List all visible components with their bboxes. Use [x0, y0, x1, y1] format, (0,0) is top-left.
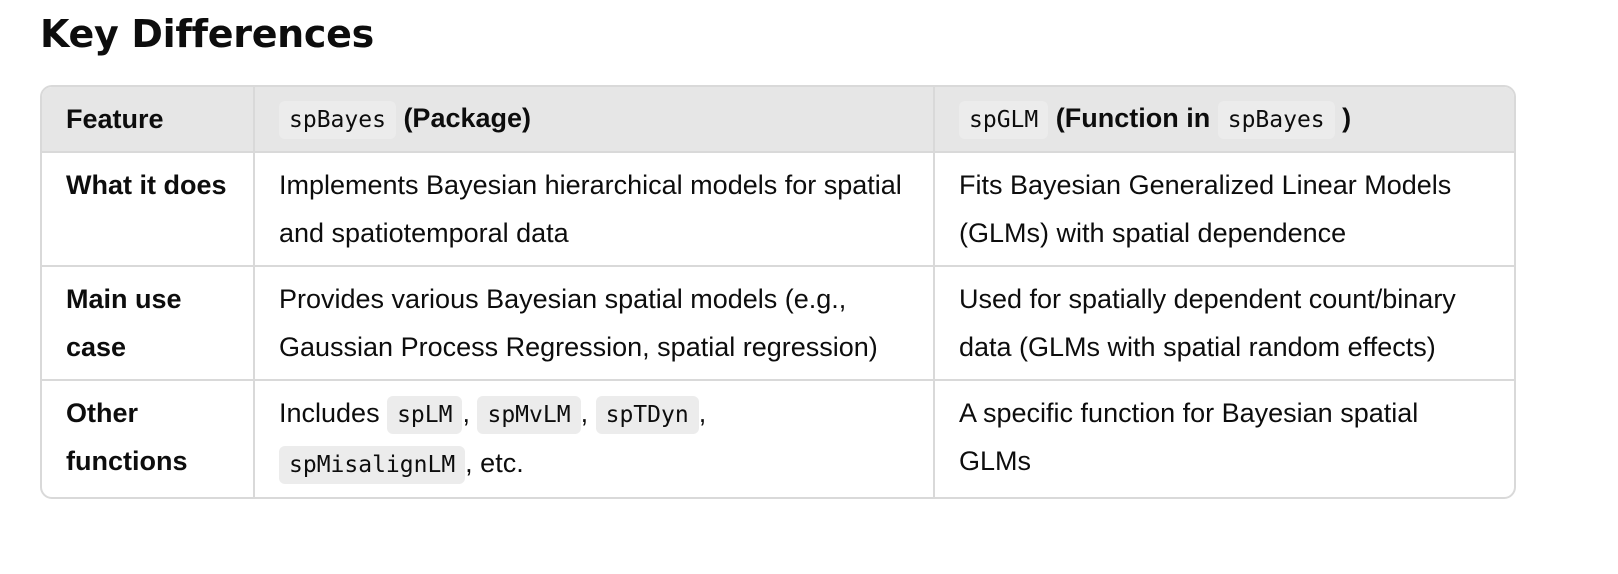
- row-spbayes-cell: Includes spLM, spMvLM, spTDyn,spMisalign…: [254, 380, 935, 497]
- function-code-spmisalignlm: spMisalignLM: [279, 446, 466, 484]
- row-spglm-cell: A specific function for Bayesian spatial…: [959, 398, 1419, 476]
- includes-prefix: Includes: [279, 398, 388, 428]
- table-row: Main use case Provides various Bayesian …: [42, 266, 1514, 381]
- table-row: Other functions Includes spLM, spMvLM, s…: [42, 380, 1514, 497]
- row-spglm-cell: Fits Bayesian Generalized Linear Models …: [934, 152, 1514, 267]
- header-spbayes-label: (Package): [395, 103, 532, 133]
- row-spbayes-cell: Implements Bayesian hierarchical models …: [254, 152, 935, 267]
- header-spbayes: spBayes (Package): [254, 87, 935, 153]
- function-code-splm: spLM: [387, 396, 463, 434]
- table-row: What it does Implements Bayesian hierarc…: [42, 152, 1514, 267]
- header-spglm-package-code: spBayes: [1217, 101, 1335, 139]
- header-spglm: spGLM (Function in spBayes ): [934, 87, 1514, 153]
- function-code-sptdyn: spTDyn: [595, 396, 699, 434]
- function-code-spmvlm: spMvLM: [477, 396, 581, 434]
- header-feature: Feature: [42, 87, 255, 153]
- row-spglm-cell: Used for spatially dependent count/binar…: [934, 266, 1514, 381]
- header-spbayes-code: spBayes: [279, 101, 396, 139]
- row-feature: Other functions: [42, 380, 255, 497]
- row-spbayes-cell: Provides various Bayesian spatial models…: [254, 266, 935, 381]
- includes-suffix: , etc.: [465, 448, 524, 478]
- header-spglm-code: spGLM: [959, 101, 1049, 139]
- row-feature: What it does: [42, 152, 255, 267]
- section-heading: Key Differences: [40, 12, 374, 56]
- header-spglm-label-a: (Function in: [1048, 103, 1218, 133]
- row-feature: Main use case: [42, 266, 255, 381]
- header-spglm-label-b: ): [1334, 103, 1352, 133]
- table-header-row: Feature spBayes (Package) spGLM (Functio…: [42, 87, 1514, 153]
- comparison-table: Feature spBayes (Package) spGLM (Functio…: [40, 85, 1516, 499]
